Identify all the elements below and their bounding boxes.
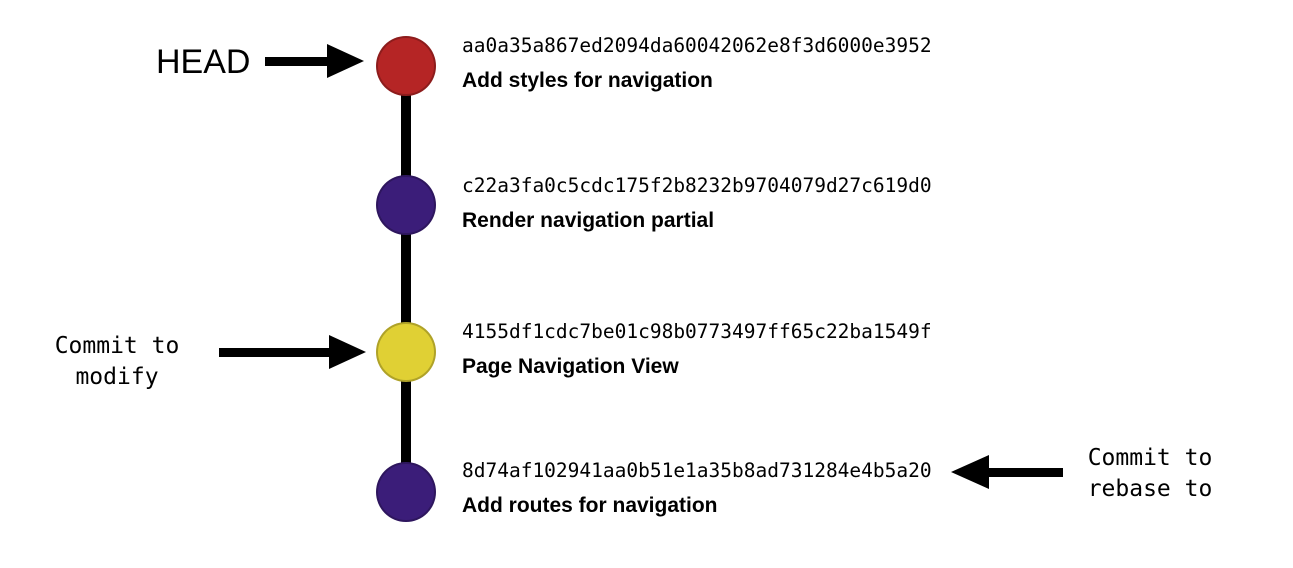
commit-node-head	[376, 36, 436, 96]
commit-entry: c22a3fa0c5cdc175f2b8232b9704079d27c619d0…	[462, 174, 932, 233]
commit-message: Add styles for navigation	[462, 69, 713, 92]
commit-node-2	[376, 175, 436, 235]
commit-message: Page Navigation View	[462, 355, 679, 378]
commit-hash: c22a3fa0c5cdc175f2b8232b9704079d27c619d0	[462, 174, 932, 197]
commit-node-rebase-target	[376, 462, 436, 522]
commit-entry: 4155df1cdc7be01c98b0773497ff65c22ba1549f…	[462, 320, 932, 379]
head-arrow-tip-icon	[327, 44, 364, 78]
commit-entry: aa0a35a867ed2094da60042062e8f3d6000e3952…	[462, 34, 932, 93]
commit-message: Add routes for navigation	[462, 494, 718, 517]
commit-to-rebase-label: Commit to rebase to	[1087, 445, 1213, 502]
commit-to-rebase-arrow-tip-icon	[951, 455, 989, 489]
commit-to-modify-arrow-tip-icon	[329, 335, 366, 369]
head-label: HEAD	[156, 43, 251, 81]
commit-message: Render navigation partial	[462, 209, 715, 232]
commit-to-rebase-arrow	[987, 468, 1063, 477]
commit-hash: 8d74af102941aa0b51e1a35b8ad731284e4b5a20	[462, 459, 932, 482]
commit-node-modify	[376, 322, 436, 382]
commit-hash: aa0a35a867ed2094da60042062e8f3d6000e3952	[462, 34, 932, 57]
commit-to-modify-arrow	[219, 348, 331, 357]
commit-graph-line	[401, 66, 411, 492]
head-arrow	[265, 57, 329, 66]
commit-to-modify-label: Commit to modify	[54, 333, 180, 390]
commit-entry: 8d74af102941aa0b51e1a35b8ad731284e4b5a20…	[462, 459, 932, 518]
commit-hash: 4155df1cdc7be01c98b0773497ff65c22ba1549f	[462, 320, 932, 343]
